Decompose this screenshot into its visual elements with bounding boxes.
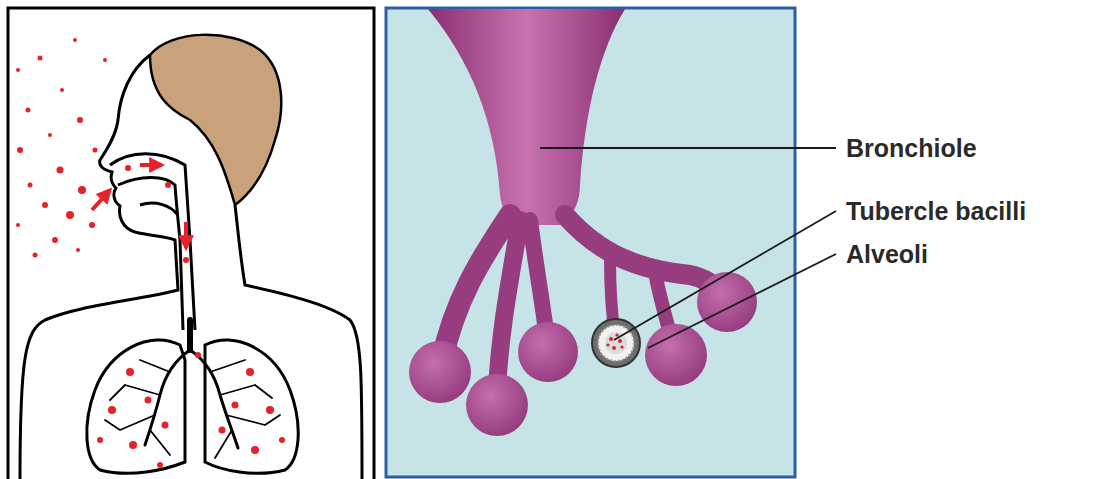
part-label: Tubercle bacilli (846, 196, 1026, 226)
inhale-arrow (92, 190, 110, 210)
inhale-arrow (140, 163, 162, 167)
bronchiole (428, 9, 625, 225)
part-label: Alveoli (846, 239, 928, 269)
infected-alveolus (592, 319, 640, 367)
left-panel (8, 8, 374, 479)
bronchial-tree (105, 320, 280, 458)
part-label: Bronchiole (846, 133, 977, 163)
droplets (16, 38, 107, 258)
alveoli (409, 272, 757, 436)
inhale-arrow (184, 222, 188, 248)
right-panel (386, 8, 795, 477)
lung-bacilli (97, 165, 285, 468)
leader-lines (540, 148, 836, 348)
branches (442, 215, 724, 390)
